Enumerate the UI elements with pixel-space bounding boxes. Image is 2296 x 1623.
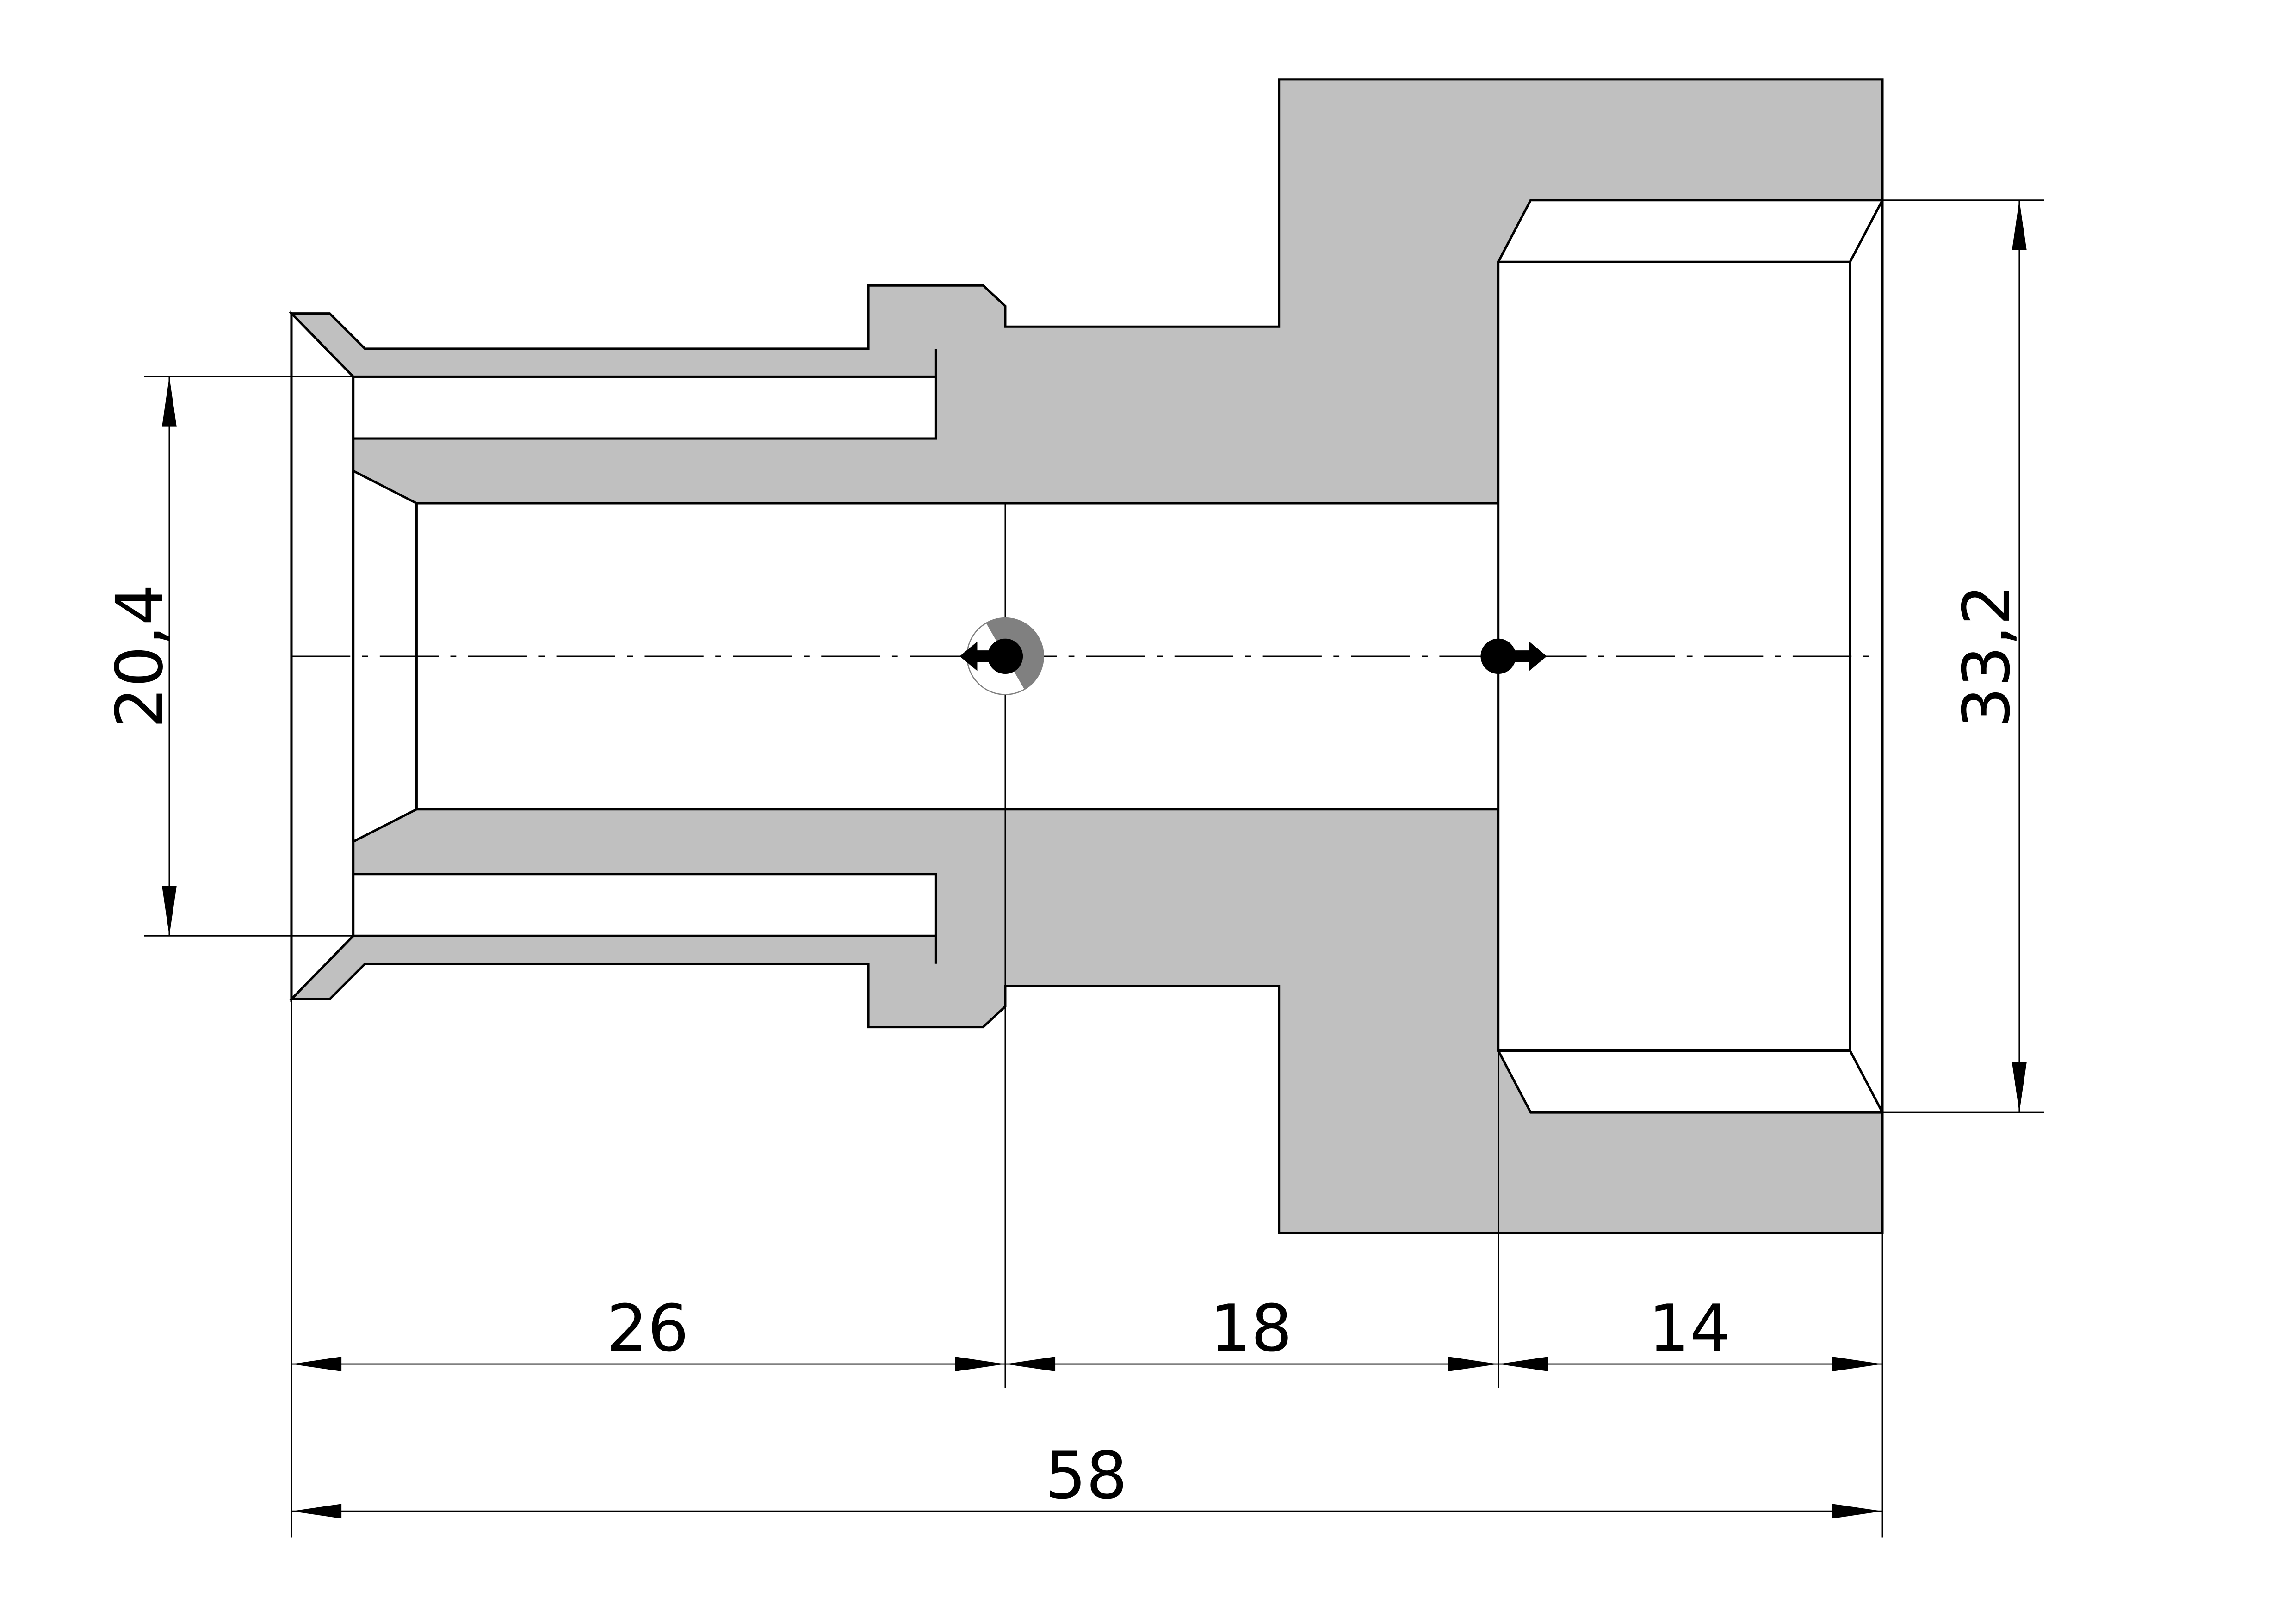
insertion-marker: [959, 617, 1044, 695]
dim-segment-2: 18: [1210, 1291, 1292, 1366]
dim-segment-1: 26: [606, 1291, 689, 1366]
pipe-slot-lower: [352, 873, 937, 937]
dim-inner-diameter: 20,4: [102, 584, 178, 728]
dim-segment-3: 14: [1648, 1291, 1731, 1366]
dimension-arrowheads: [162, 200, 2027, 1519]
dim-total-length: 58: [1045, 1438, 1127, 1514]
dim-thread-diameter: 33,2: [1949, 584, 2025, 728]
pipe-slot-upper: [352, 375, 937, 440]
stop-marker: [1480, 638, 1547, 674]
